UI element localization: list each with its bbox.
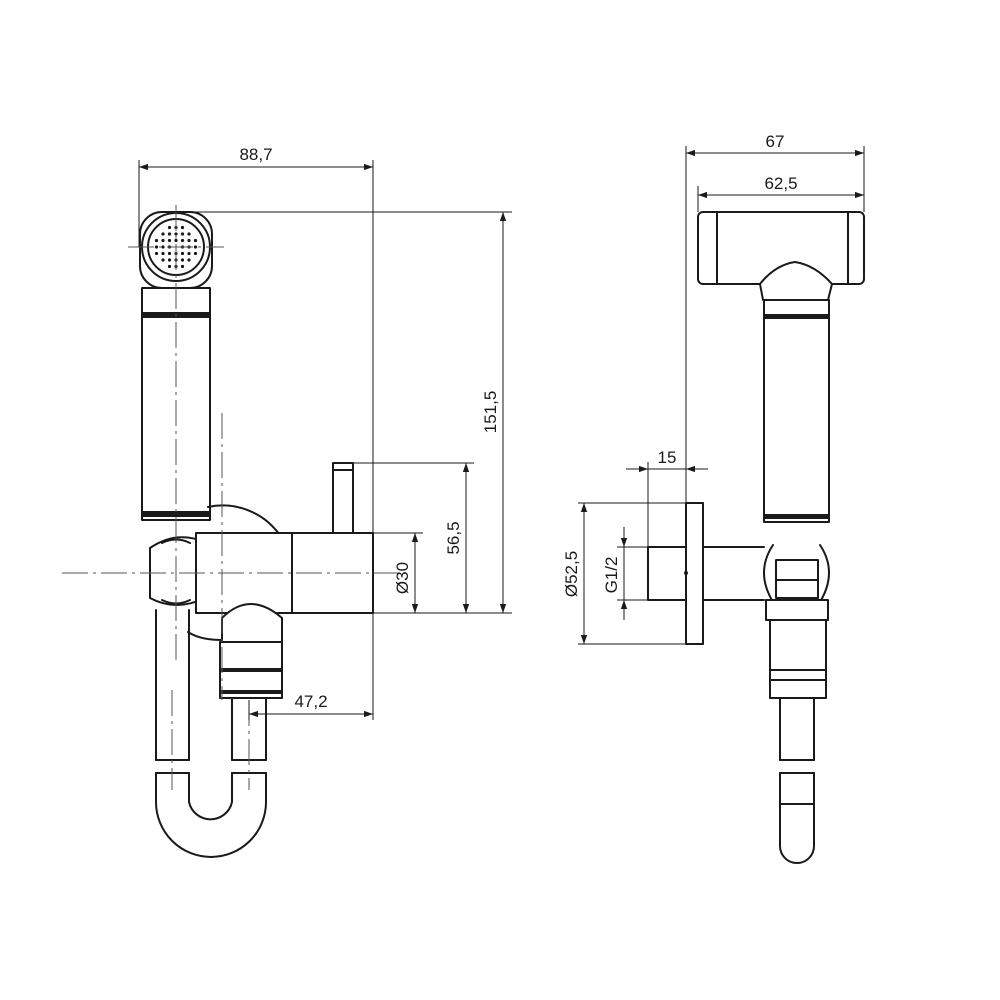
hose <box>155 609 267 858</box>
nozzle-hole <box>187 258 191 262</box>
nozzle-hole <box>161 238 165 243</box>
side-view <box>62 205 400 858</box>
dim-label-15: 15 <box>658 448 677 467</box>
front-dimensions: 67 62,5 15 Ø52,5 G1/2 <box>562 132 865 645</box>
dim-label-67: 67 <box>766 132 785 151</box>
nozzle-hole <box>154 251 159 256</box>
nozzle-hole <box>161 251 165 256</box>
dim-label-151-5: 151,5 <box>481 391 500 434</box>
dim-label-g1-2: G1/2 <box>602 557 621 594</box>
nozzle-hole <box>193 238 198 243</box>
nozzle-hole <box>161 232 165 236</box>
front-rosette <box>647 502 765 645</box>
nozzle-hole <box>180 264 185 269</box>
nozzle-hole <box>174 232 178 236</box>
dim-label-88-7: 88,7 <box>239 145 272 164</box>
nozzle-hole <box>167 258 172 262</box>
nozzle-hole <box>167 251 172 256</box>
nozzle-hole <box>174 238 178 243</box>
front-hose <box>779 697 815 864</box>
nozzle-hole <box>167 232 172 236</box>
nozzle-hole <box>180 251 185 256</box>
nozzle-hole <box>167 238 172 243</box>
dim-label-62-5: 62,5 <box>764 174 797 193</box>
dim-label-56-5: 56,5 <box>444 521 463 554</box>
nozzle-hole <box>180 238 185 243</box>
nozzle-hole <box>193 251 198 256</box>
front-view <box>647 211 865 864</box>
front-handle-tube <box>763 299 830 523</box>
dim-label-d52-5: Ø52,5 <box>562 551 581 597</box>
nozzle-hole <box>180 225 185 230</box>
holder-disc-lower <box>187 631 223 641</box>
front-spray-head <box>697 211 865 301</box>
nozzle-hole <box>187 251 191 256</box>
nozzle-hole <box>161 258 165 262</box>
valve-knob <box>332 462 354 534</box>
side-dimensions: 88,7 151,5 56,5 Ø30 47,2 <box>138 145 512 720</box>
nozzle-hole <box>154 238 159 243</box>
dim-label-47-2: 47,2 <box>294 692 327 711</box>
nozzle-hole <box>167 225 172 230</box>
holder-disc <box>207 504 280 535</box>
nozzle-hole <box>187 238 191 243</box>
nozzle-hole <box>180 232 185 236</box>
outlet-connector <box>219 603 283 699</box>
nozzle-hole <box>193 245 198 249</box>
nozzle-hole <box>167 264 172 269</box>
nozzle-holes <box>154 225 198 269</box>
nozzle-hole <box>161 245 165 249</box>
dim-label-d30: Ø30 <box>393 562 412 594</box>
front-holder-clip <box>763 544 830 699</box>
nozzle-hole <box>180 258 185 262</box>
nozzle-hole <box>154 245 159 249</box>
nozzle-hole <box>187 232 191 236</box>
